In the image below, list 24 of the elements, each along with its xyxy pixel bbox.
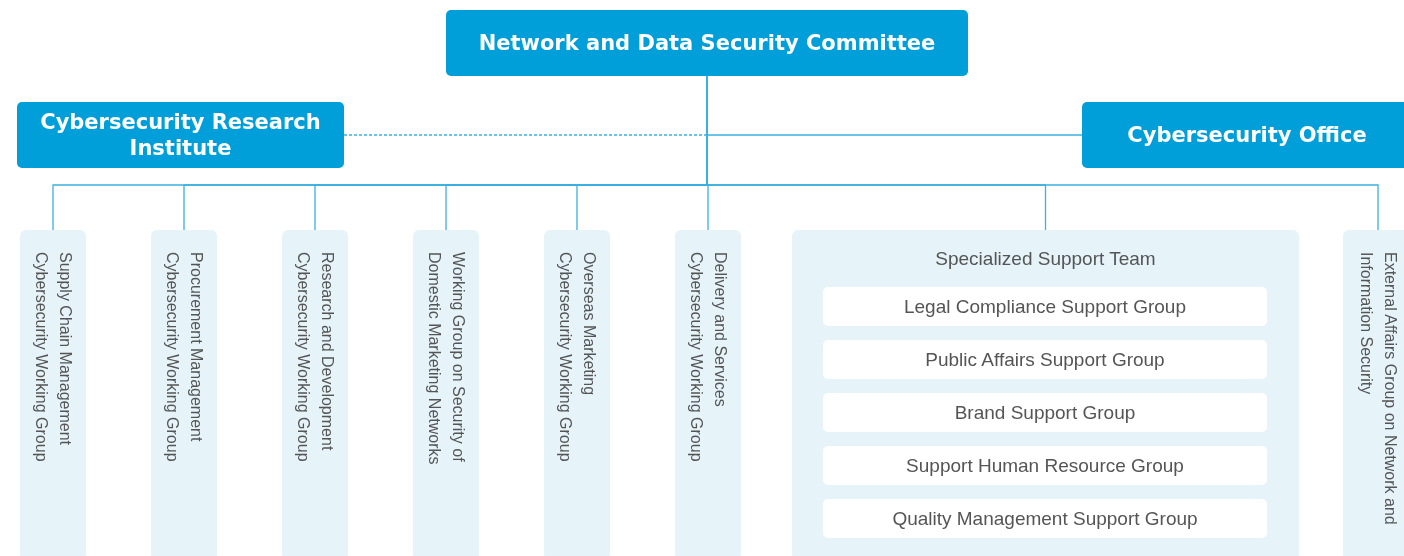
group-panel — [413, 230, 479, 556]
team-panel — [792, 230, 1299, 556]
group-label: Working Group on Security of Domestic Marketing Networks — [425, 252, 468, 467]
support-group-box: Quality Management Support Group — [823, 499, 1267, 538]
group-label: Delivery and Services Cybersecurity Working Group — [687, 252, 730, 464]
support-group-box: Public Affairs Support Group — [823, 340, 1267, 379]
support-group-box: Support Human Resource Group — [823, 446, 1267, 485]
group-label: Procurement Management Cybersecurity Working Group — [163, 252, 206, 464]
group-label: Overseas Marketing Cybersecurity Working Group — [556, 252, 599, 464]
group-label: External Affairs Group on Network and Information Security — [1357, 252, 1400, 527]
support-group-box: Legal Compliance Support Group — [823, 287, 1267, 326]
heading-box: Cybersecurity Research Institute — [17, 102, 344, 168]
group-panel — [1343, 230, 1404, 556]
group-panel — [675, 230, 741, 556]
heading-box: Network and Data Security Committee — [446, 10, 968, 76]
support-group-box: Brand Support Group — [823, 393, 1267, 432]
group-label: Research and Development Cybersecurity Working Group — [294, 252, 337, 464]
group-panel — [544, 230, 610, 556]
group-panel — [20, 230, 86, 556]
group-label: Supply Chain Management Cybersecurity Working Group — [32, 252, 75, 464]
team-title: Specialized Support Team — [934, 248, 1157, 270]
heading-box: Cybersecurity Office — [1082, 102, 1404, 168]
group-panel — [282, 230, 348, 556]
group-panel — [151, 230, 217, 556]
